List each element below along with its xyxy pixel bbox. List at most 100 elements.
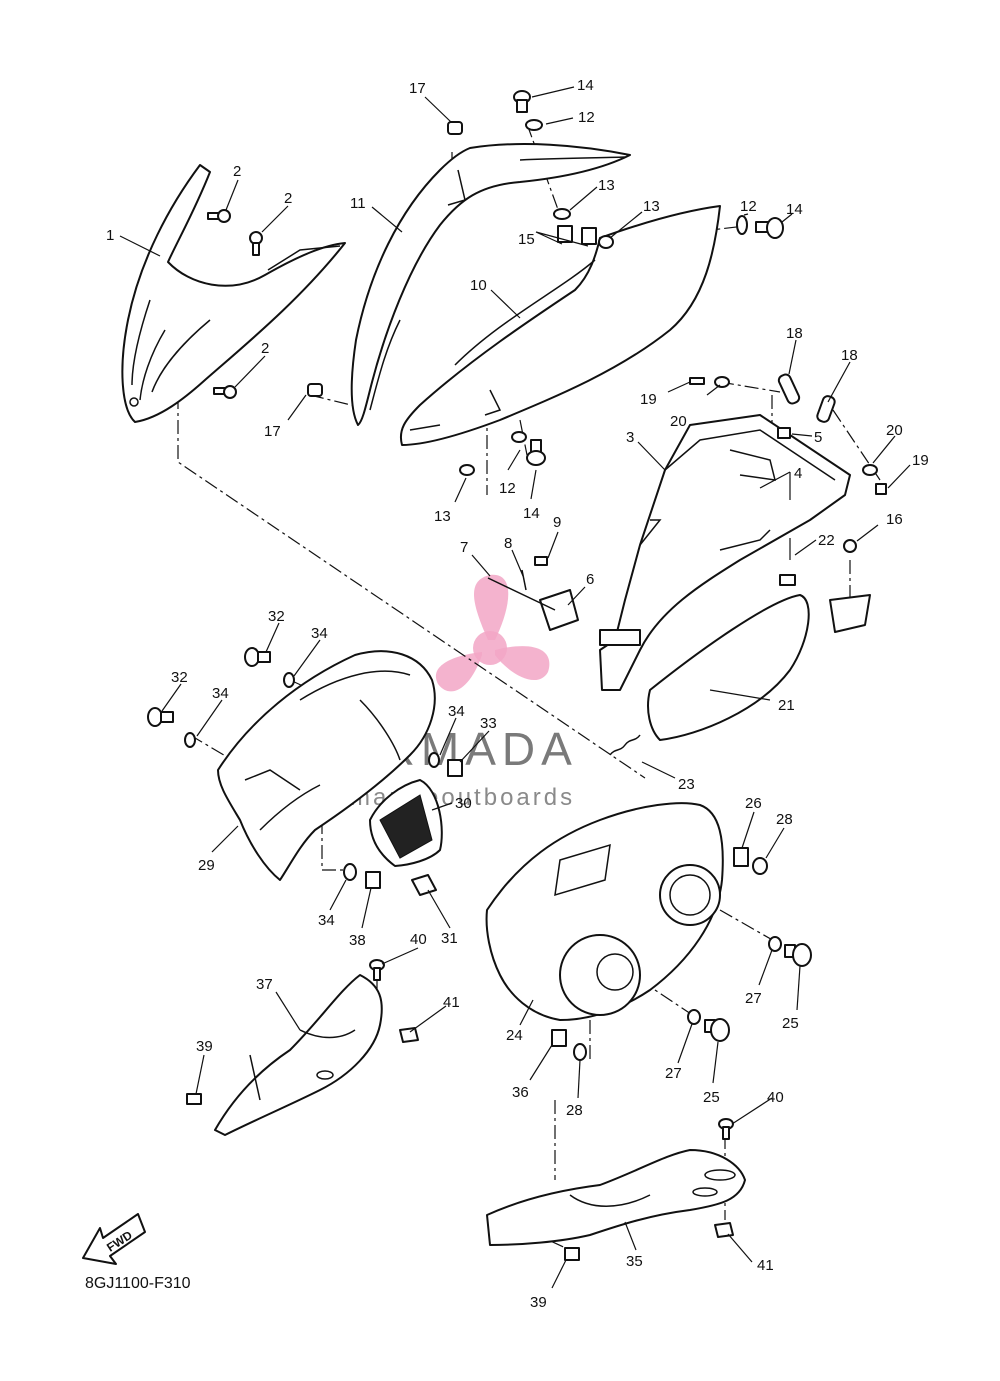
washer-12b	[736, 215, 748, 235]
bolt-2c	[213, 385, 237, 399]
watermark-propeller-logo	[435, 574, 550, 692]
callout-13: 13	[434, 508, 451, 525]
spring-23	[609, 734, 641, 756]
callout-5: 5	[814, 429, 822, 446]
bolt-32a	[244, 647, 271, 667]
callout-3: 3	[626, 429, 634, 446]
callout-33: 33	[480, 715, 497, 732]
callout-27: 27	[745, 990, 762, 1007]
callout-24: 24	[506, 1027, 523, 1044]
nut-17a	[447, 121, 463, 135]
callout-14: 14	[523, 505, 540, 522]
lower-cover-left	[214, 974, 383, 1136]
callout-14: 14	[786, 201, 803, 218]
callout-40: 40	[767, 1089, 784, 1106]
bolt-39b	[564, 1247, 580, 1261]
clip-38	[365, 871, 381, 889]
callout-26: 26	[745, 795, 762, 812]
callout-2: 2	[284, 190, 292, 207]
callout-40: 40	[410, 931, 427, 948]
callout-41: 41	[443, 994, 460, 1011]
screw-40a	[369, 959, 385, 981]
bolt-25a	[784, 943, 812, 967]
washer-20b	[862, 464, 878, 476]
diagram-code: 8GJ1100-F310	[85, 1275, 191, 1292]
callout-28: 28	[776, 811, 793, 828]
callout-19: 19	[640, 391, 657, 408]
inner-shield	[217, 650, 436, 881]
callout-1: 1	[106, 227, 114, 244]
callout-12: 12	[578, 109, 595, 126]
clip-33	[447, 759, 463, 777]
washer-27b	[687, 1009, 701, 1025]
bolt-9	[534, 556, 548, 566]
front-side-cover	[121, 164, 346, 423]
fwd-arrow-icon: FWD	[82, 1213, 146, 1265]
clip-31	[411, 874, 437, 896]
bolt-25b	[704, 1018, 730, 1042]
washer-20a	[714, 376, 730, 388]
callout-22: 22	[818, 532, 835, 549]
callout-38: 38	[349, 932, 366, 949]
washer-13a	[553, 208, 571, 220]
callout-34: 34	[311, 625, 328, 642]
callout-2: 2	[233, 163, 241, 180]
callout-15: 15	[518, 231, 535, 248]
upper-side-cover	[350, 143, 631, 426]
callout-20: 20	[886, 422, 903, 439]
clip-26	[733, 847, 749, 867]
crankcase-cover	[485, 802, 724, 1021]
callout-32: 32	[268, 608, 285, 625]
callout-23: 23	[678, 776, 695, 793]
rod-7	[487, 577, 556, 611]
callout-8: 8	[504, 535, 512, 552]
bracket-6	[539, 589, 579, 631]
callout-6: 6	[586, 571, 594, 588]
clip-15	[557, 225, 597, 245]
callout-27: 27	[665, 1065, 682, 1082]
callout-32: 32	[171, 669, 188, 686]
callout-7: 7	[460, 539, 468, 556]
bolt-19a	[689, 377, 705, 385]
screw-14c	[526, 439, 546, 466]
callout-37: 37	[256, 976, 273, 993]
hardware	[147, 90, 887, 1261]
callout-19: 19	[912, 452, 929, 469]
callout-25: 25	[703, 1089, 720, 1106]
clip-36	[551, 1029, 567, 1047]
bracket-18a	[777, 373, 801, 405]
washer-28a	[752, 857, 768, 875]
washer-34a	[283, 672, 295, 688]
washer-34c	[428, 752, 440, 768]
bracket-18b	[816, 395, 836, 423]
bolt-19b	[875, 483, 887, 495]
lower-cover-right	[486, 1149, 746, 1246]
grille	[369, 779, 443, 867]
callout-13: 13	[643, 198, 660, 215]
callout-9: 9	[553, 514, 561, 531]
washer-13c	[459, 464, 475, 476]
callout-18: 18	[841, 347, 858, 364]
callout-16: 16	[886, 511, 903, 528]
lower-side-cover	[400, 205, 721, 446]
bolt-39a	[186, 1093, 202, 1105]
pin-8	[521, 569, 527, 591]
frame-bracket	[599, 414, 851, 691]
callout-25: 25	[782, 1015, 799, 1032]
callout-4: 4	[794, 465, 802, 482]
callout-10: 10	[470, 277, 487, 294]
pin-22	[779, 538, 796, 586]
washer-28b	[573, 1043, 587, 1061]
bolt-2b	[249, 231, 263, 256]
washer-34b	[184, 732, 196, 748]
callout-17: 17	[409, 80, 426, 97]
callout-13: 13	[598, 177, 615, 194]
callout-21: 21	[778, 697, 795, 714]
callout-34: 34	[318, 912, 335, 929]
nut-17b	[307, 383, 323, 397]
screw-40b	[718, 1118, 734, 1140]
callout-34: 34	[448, 703, 465, 720]
clip-16	[829, 539, 871, 633]
callout-17: 17	[264, 423, 281, 440]
